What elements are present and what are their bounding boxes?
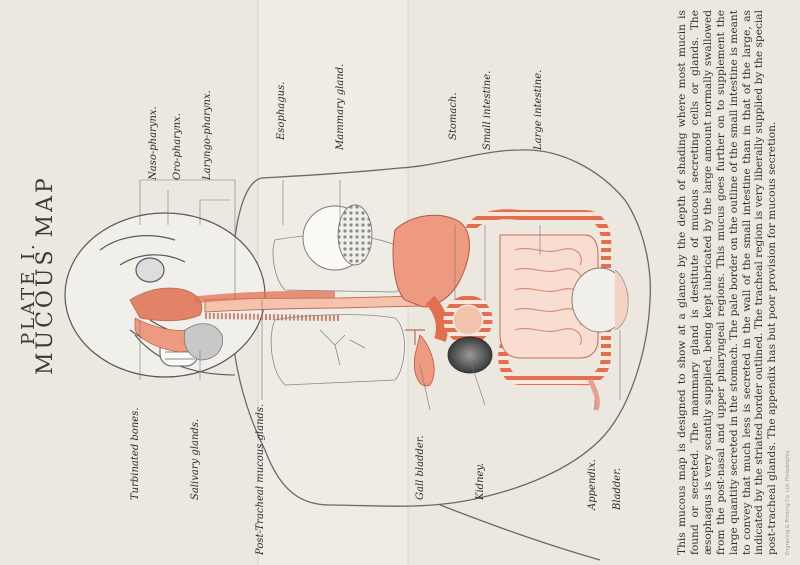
- engraver-credit: Engraving & Printing Co. Ltd. Philadelph…: [785, 450, 791, 555]
- label-naso-pharynx: Naso-pharynx.: [148, 106, 159, 180]
- leader-lines: [139, 179, 621, 411]
- body-outline: [231, 149, 651, 561]
- kidney-organ: [447, 336, 493, 374]
- salivary-gland: [183, 323, 223, 361]
- label-laryngo-pharynx: Laryngo-pharynx.: [202, 90, 213, 180]
- label-kidney: Kidney.: [475, 463, 486, 500]
- label-oro-pharynx: Oro-pharynx.: [172, 113, 183, 180]
- label-gall-bladder: Gall bladder.: [415, 435, 426, 500]
- label-large-intestine: Large intestine.: [533, 69, 544, 150]
- pylorus: [425, 295, 448, 342]
- label-stomach: Stomach.: [448, 92, 459, 140]
- mammary-gland: [302, 204, 373, 271]
- label-appendix: Appendix.: [587, 459, 598, 510]
- description-paragraph: This mucous map is designed to show at a…: [676, 10, 779, 555]
- trachea-glands: [194, 290, 336, 304]
- label-esophagus: Esophagus.: [276, 81, 287, 140]
- label-post-tracheal-glands: Post-Tracheal mucous glands.: [255, 403, 266, 555]
- label-bladder: Bladder.: [612, 467, 623, 510]
- label-turbinated-bones: Turbinated bones.: [130, 407, 141, 501]
- description-text: This mucous map is designed to show at a…: [676, 10, 786, 555]
- gall-bladder-organ: [413, 334, 435, 387]
- stomach: [392, 214, 470, 308]
- plate-title: MUCOUS MAP: [33, 175, 58, 375]
- trachea: [204, 313, 341, 321]
- appendix-organ: [587, 378, 600, 411]
- label-mammary-gland: Mammary gland.: [335, 63, 346, 150]
- small-intestine-organ: [499, 234, 599, 359]
- label-salivary-glands: Salivary glands.: [190, 418, 201, 500]
- label-small-intestine: Small intestine.: [482, 70, 493, 150]
- page-fold: [258, 0, 408, 565]
